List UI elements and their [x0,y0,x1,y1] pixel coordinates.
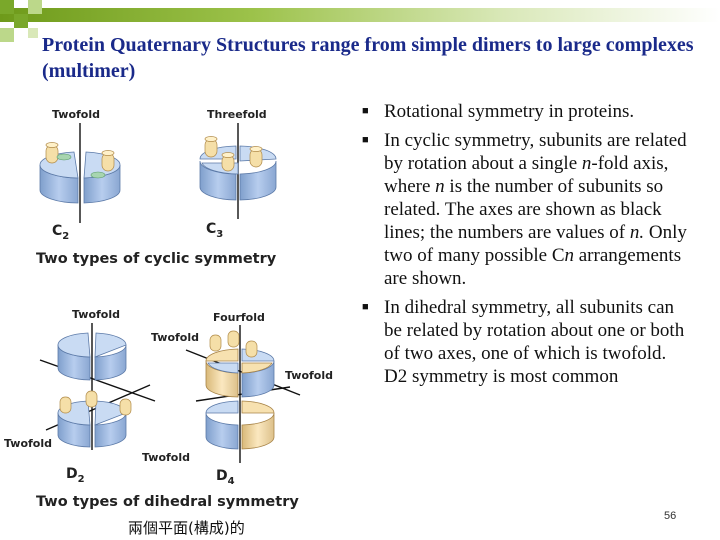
bullet-text-segment: is the number of subunits so related. Th… [384,176,664,243]
c3-trimer [199,136,277,201]
d4-top-tetramer [205,330,275,398]
symmetry-figure: Twofold C2 Threefold C3 Two types of cyc… [4,108,333,510]
header-square [14,14,28,28]
square-bullet-icon: ■ [362,105,369,117]
d2-axis-label-top: Twofold [72,308,120,321]
d2-axis-label-bottom: Twofold [142,451,190,464]
d2-bottom-dimer [57,390,132,448]
d2-axis-label-left: Twofold [4,437,52,450]
d4-label: D4 [216,468,235,487]
bullet-text-segment: In cyclic symmetry, subunits are related… [384,130,687,174]
d4-axis-label-twofold-right: Twofold [285,369,333,382]
d4-bottom-tetramer [205,400,275,450]
bullet-text-segment: n [435,176,445,197]
c3-label: C3 [206,221,223,240]
c2-dimer [39,142,121,204]
bullet-item: ■ Rotational symmetry in proteins. [362,100,692,123]
c2-label: C2 [52,223,69,242]
bullet-text-segment: Only two of many possible C [384,222,687,266]
d4-axis-label-twofold-left: Twofold [151,331,199,344]
c2-axis-label: Twofold [52,108,100,121]
header-square [0,0,14,14]
bullet-item: ■ In cyclic symmetry, subunits are relate… [362,129,692,290]
header-square [28,0,42,14]
page-number: 56 [664,510,677,522]
bullet-text-segment: n [564,245,575,266]
figure-caption: 兩個平面(構成)的 [128,519,245,537]
c3-axis-label: Threefold [207,108,267,121]
bullet-text-segment: arrangements are shown. [384,245,682,289]
bullet-text-segment: In dihedral symmetry, all subunits can b… [384,297,685,387]
slide-title: Protein Quaternary Structures range from… [42,34,694,82]
bullet-text-segment: Rotational symmetry in proteins. [384,101,635,122]
d2-top-dimer [57,332,127,381]
bullet-text-segment: -fold axis, where [384,153,669,197]
dihedral-heading: Two types of dihedral symmetry [36,494,299,510]
header-square [28,28,38,38]
square-bullet-icon: ■ [362,134,369,146]
bullet-text: In dihedral symmetry, all subunits can b… [384,296,692,388]
bullet-text-segment: n [581,153,592,174]
bullet-item: ■ In dihedral symmetry, all subunits can … [362,296,692,388]
cyclic-heading: Two types of cyclic symmetry [36,251,277,267]
bullet-text: In cyclic symmetry, subunits are related… [384,129,692,290]
bullet-text-segment: n. [629,222,645,243]
header-gradient-bar [0,8,720,22]
square-bullet-icon: ■ [362,301,369,313]
d4-axis-label-fourfold: Fourfold [213,311,265,324]
header-square [0,28,14,42]
d2-label: D2 [66,466,85,485]
bullet-text: Rotational symmetry in proteins. [384,100,692,123]
bullet-list: ■ Rotational symmetry in proteins. ■ In cyc… [362,100,692,394]
